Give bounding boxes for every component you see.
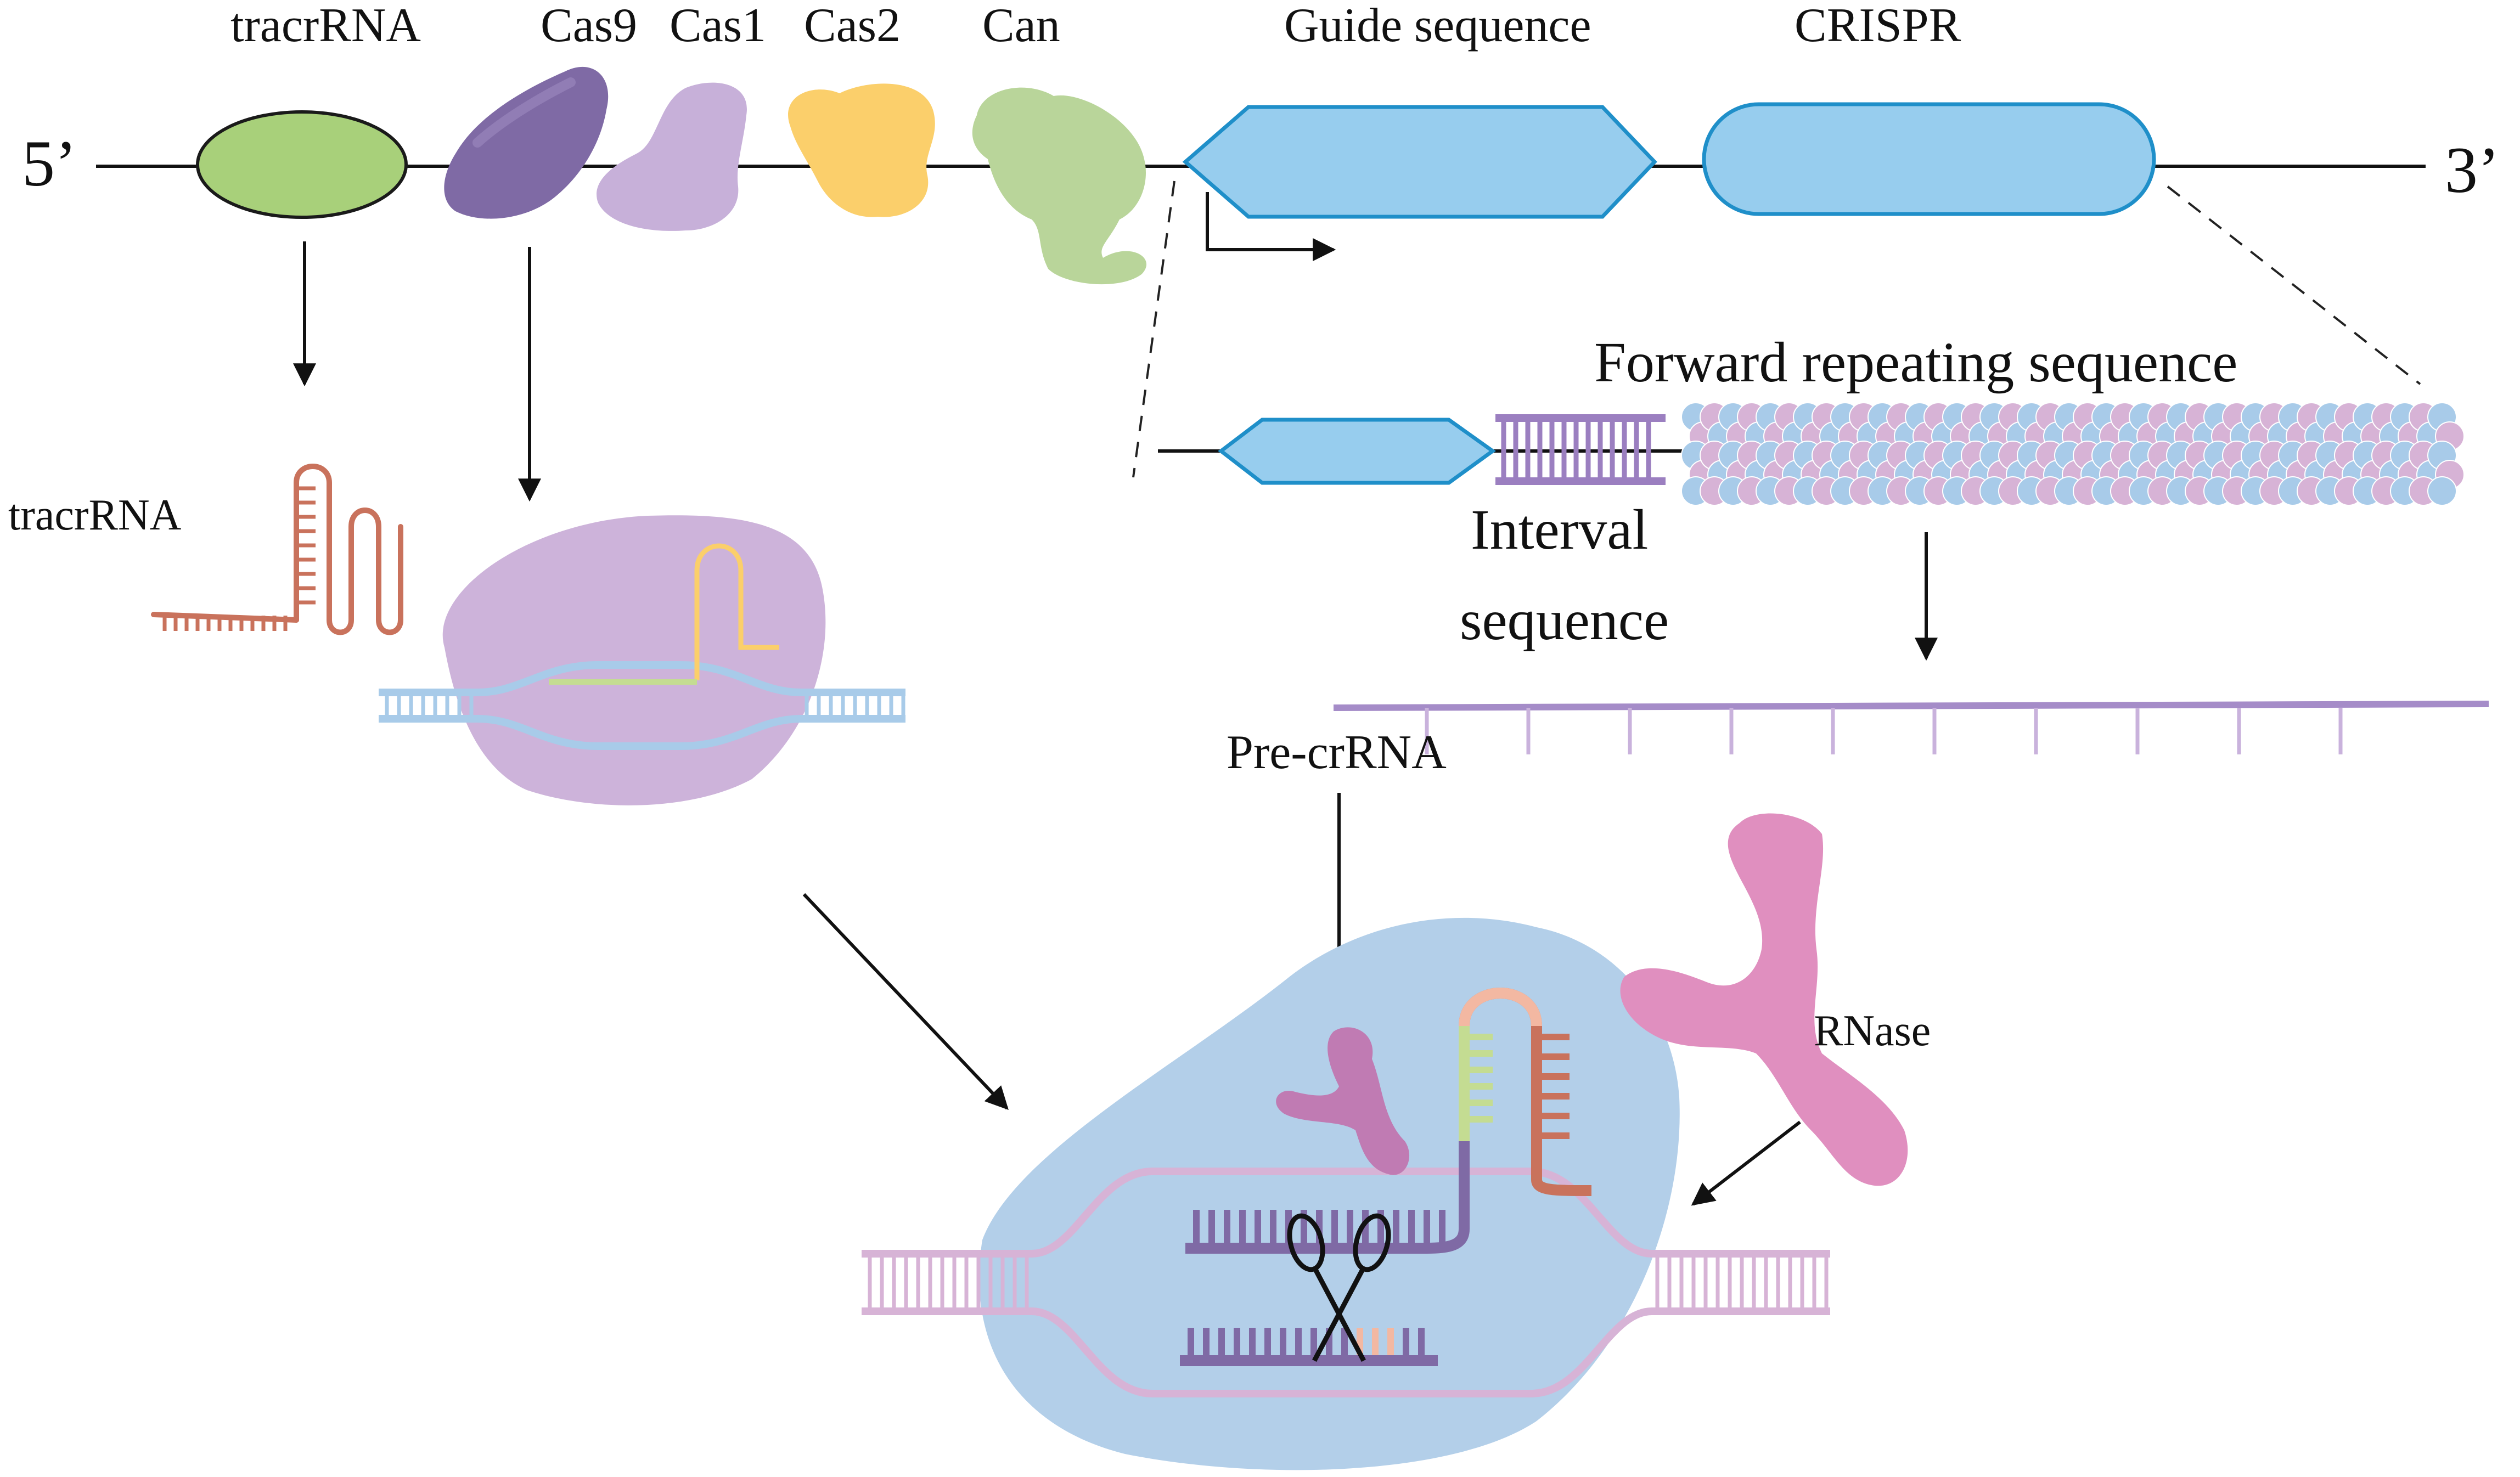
interval-label-line2: sequence [1460,589,1669,652]
interval-sequence-ladder [1495,414,1666,485]
cas9-crrna-tracrrna-complex [862,917,1830,1470]
cas1-label: Cas1 [670,0,766,52]
pre-crrna-transcript: Pre-crRNA [1227,701,2489,990]
repeat-bead [2427,476,2457,506]
can-protein [972,87,1147,285]
promoter-arrow [1206,192,1336,261]
cas9-dna-complex [379,515,905,805]
dna-strand [862,1307,1830,1397]
zoom-guide-lines [1132,181,2421,478]
forward-repeat-label: Forward repeating sequence [1594,331,2237,394]
rnase-arrow [1691,1120,1801,1206]
tracrrna-structure-label: tracrRNA [8,491,182,539]
crispr-label: CRISPR [1795,0,1961,52]
target-strand-segment [1180,1355,1438,1366]
guide-sequence-block [1182,105,1657,219]
rnase-label: RNase [1814,1007,1931,1055]
three-prime-label: 3’ [2445,133,2500,206]
forward-repeat-chain [1681,402,2465,506]
expanded-crispr-locus: Interval sequence Forward repeating sequ… [1158,331,2465,661]
tracrrna-rna-structure [151,464,403,635]
cas2-label: Cas2 [804,0,901,52]
rnase-small [1276,1027,1410,1175]
pre-crrna-label: Pre-crRNA [1227,726,1447,779]
dna-strand [862,1168,1830,1258]
five-prime-label: 5’ [22,127,77,200]
cas9-label: Cas9 [541,0,637,52]
cas9-protein [444,66,609,219]
crispr-array-block [1702,102,2156,216]
rnase-protein [1620,813,1908,1186]
complex-assembly-arrow [802,893,1009,1110]
expanded-guide-block [1218,418,1496,485]
interval-label-line1: Interval [1471,498,1648,561]
scissors-icon [1287,1213,1391,1362]
tracrrna-gene [196,110,408,219]
dna-strand [379,661,905,696]
cas2-protein [788,83,935,217]
cas1-protein [597,82,747,231]
genomic-dna-locus: 5’ 3’ tracrRNA Cas9 Cas1 Cas2 Can Guide … [22,0,2500,285]
dna-strand [379,715,905,750]
tracrrna-gene-label: tracrRNA [230,0,421,52]
guide-sequence-label: Guide sequence [1284,0,1591,52]
can-label: Can [982,0,1060,52]
